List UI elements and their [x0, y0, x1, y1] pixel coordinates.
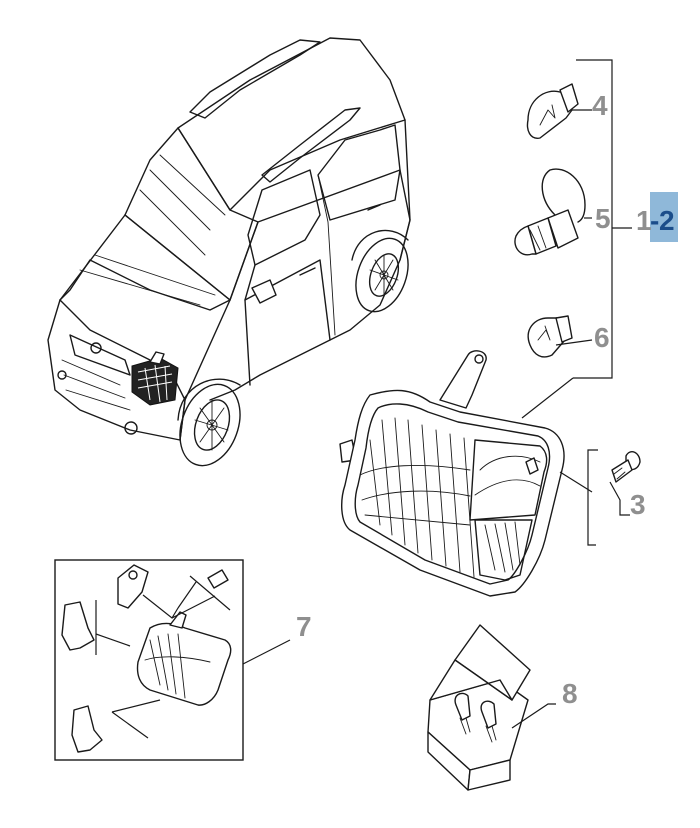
callout-6[interactable]: 6 — [594, 322, 610, 353]
callout-2[interactable]: 2 — [659, 205, 675, 236]
callout-4[interactable]: 4 — [592, 90, 608, 121]
highlight-badge — [650, 192, 678, 242]
bulb-set — [514, 59, 632, 419]
callout-1[interactable]: 1 — [636, 205, 652, 236]
callout-separator: - — [650, 205, 659, 236]
bulb-kit-box — [427, 624, 556, 791]
car-illustration — [47, 37, 411, 467]
callout-8[interactable]: 8 — [562, 678, 578, 709]
headlamp-assembly — [339, 350, 593, 597]
wedge-bulb-4 — [526, 83, 579, 139]
callout-labels: 4 5 6 1 - 2 3 7 8 — [296, 90, 678, 709]
bulb-socket-5 — [514, 168, 586, 256]
headlamp-kit-panel — [54, 559, 291, 761]
callout-7[interactable]: 7 — [296, 611, 312, 642]
callout-5[interactable]: 5 — [595, 203, 611, 234]
screw-3 — [587, 449, 641, 546]
bulb-6 — [527, 315, 573, 358]
callout-3[interactable]: 3 — [630, 489, 646, 520]
